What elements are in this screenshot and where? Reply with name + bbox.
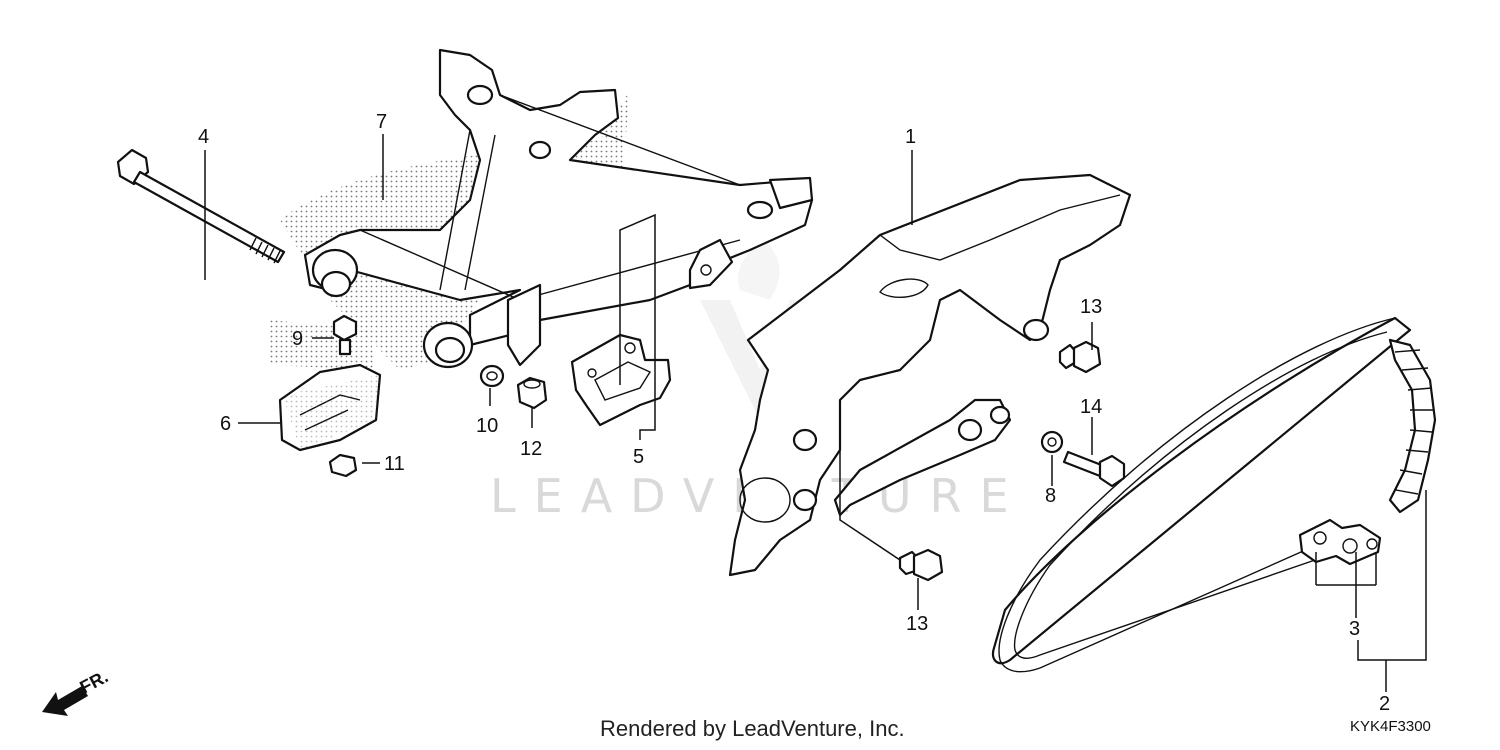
master-link[interactable]	[1298, 518, 1382, 566]
chain-case[interactable]	[728, 173, 1132, 577]
callout-9: 9	[292, 328, 303, 350]
callout-8: 8	[1045, 485, 1056, 507]
callout-13-lower: 13	[906, 613, 928, 635]
callout-10: 10	[476, 415, 498, 437]
callout-13-upper: 13	[1080, 296, 1102, 318]
bolt-13-upper[interactable]	[1058, 340, 1102, 374]
nut-11[interactable]	[328, 453, 358, 478]
drive-chain[interactable]	[991, 316, 1437, 673]
callout-14: 14	[1080, 396, 1102, 418]
callouts: 4 7 1 9 6 11 10 12 5 13 14 8 13 3 2	[198, 111, 1390, 715]
callout-11: 11	[384, 453, 405, 475]
callout-4: 4	[198, 126, 209, 148]
front-direction-arrow: FR.	[42, 666, 111, 716]
washer-10[interactable]	[479, 364, 505, 388]
collar-nut-12[interactable]	[516, 376, 548, 410]
footer-credit: Rendered by LeadVenture, Inc.	[600, 716, 905, 741]
leader-lines	[204, 134, 1427, 692]
callout-12: 12	[520, 438, 542, 460]
bolt-13-lower[interactable]	[898, 548, 944, 582]
callout-3: 3	[1349, 618, 1360, 640]
pivot-bolt[interactable]	[116, 148, 286, 264]
callout-5: 5	[633, 446, 644, 468]
callout-7: 7	[376, 111, 387, 133]
callout-6: 6	[220, 413, 231, 435]
diagram-code: KYK4F3300	[1350, 718, 1431, 735]
callout-2: 2	[1379, 693, 1390, 715]
washer-8[interactable]	[1040, 430, 1064, 454]
chain-guide[interactable]	[570, 333, 672, 427]
chain-slider[interactable]	[278, 363, 382, 452]
bolt-14[interactable]	[1062, 450, 1126, 488]
bolt-9[interactable]	[332, 314, 358, 356]
callout-1: 1	[905, 126, 916, 148]
swingarm[interactable]	[303, 48, 814, 369]
